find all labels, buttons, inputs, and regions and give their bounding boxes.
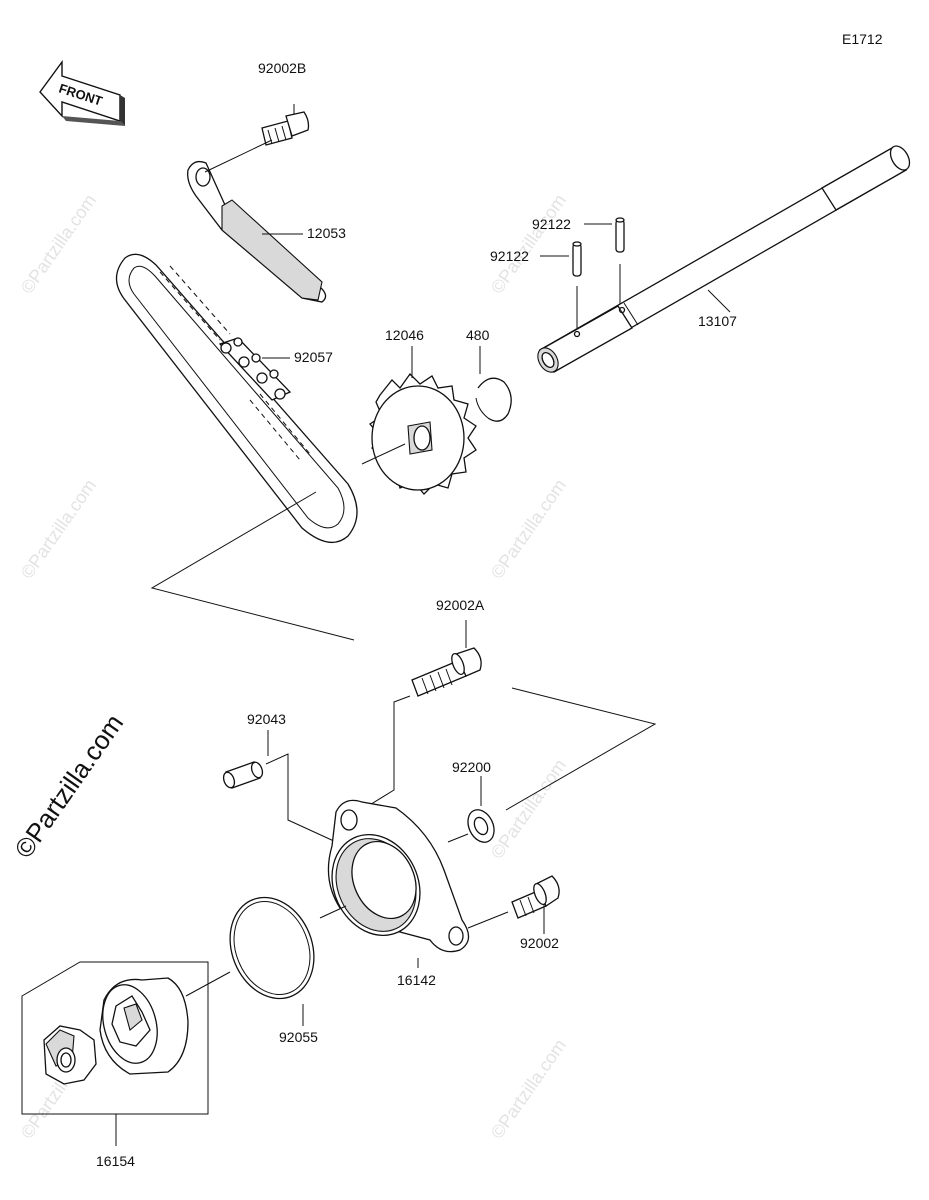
label-92002A: 92002A [436, 597, 485, 613]
pump-housing-16142 [319, 799, 470, 968]
label-16142: 16142 [397, 972, 436, 988]
label-16154: 16154 [96, 1153, 135, 1169]
bolt-92002B [261, 104, 310, 146]
chain-guide-12053 [187, 139, 327, 303]
label-92002: 92002 [520, 935, 559, 951]
shaft-13107 [537, 145, 911, 373]
label-92122-lower: 92122 [490, 248, 529, 264]
watermark-1: ©Partzilla.com [17, 191, 100, 298]
o-ring-92055 [229, 896, 315, 1026]
label-92055: 92055 [279, 1029, 318, 1045]
watermark-main: ©Partzilla.com [8, 709, 129, 864]
leader-bolt-to-housing [505, 687, 657, 811]
pin-92122-lower [572, 241, 582, 328]
dowel-92043 [222, 730, 337, 843]
leader-chain-to-housing [150, 491, 355, 641]
drive-chain-92057 [115, 253, 358, 544]
pin-92122-upper [615, 217, 625, 306]
label-12046: 12046 [385, 327, 424, 343]
watermark-6: ©Partzilla.com [487, 1036, 570, 1143]
watermark-4: ©Partzilla.com [487, 476, 570, 583]
label-92057: 92057 [294, 349, 333, 365]
label-92043: 92043 [247, 711, 286, 727]
label-92122-upper: 92122 [532, 216, 571, 232]
watermark-2: ©Partzilla.com [17, 476, 100, 583]
washer-92200 [447, 776, 495, 843]
bolt-92002A [367, 620, 482, 807]
label-92002B: 92002B [258, 60, 306, 76]
circlip-480 [475, 377, 512, 422]
bolt-92002 [467, 875, 560, 934]
diagram-code: E1712 [842, 31, 883, 47]
watermark-3: ©Partzilla.com [487, 191, 570, 298]
rotor-set-16154 [21, 961, 231, 1146]
label-12053: 12053 [307, 225, 346, 241]
label-13107: 13107 [698, 313, 737, 329]
sprocket-12046 [361, 372, 477, 495]
watermark-5: ©Partzilla.com [487, 756, 570, 863]
front-arrow-icon: FRONT [39, 59, 125, 126]
label-480: 480 [466, 327, 490, 343]
chain-link-92057 [218, 337, 292, 401]
label-92200: 92200 [452, 759, 491, 775]
